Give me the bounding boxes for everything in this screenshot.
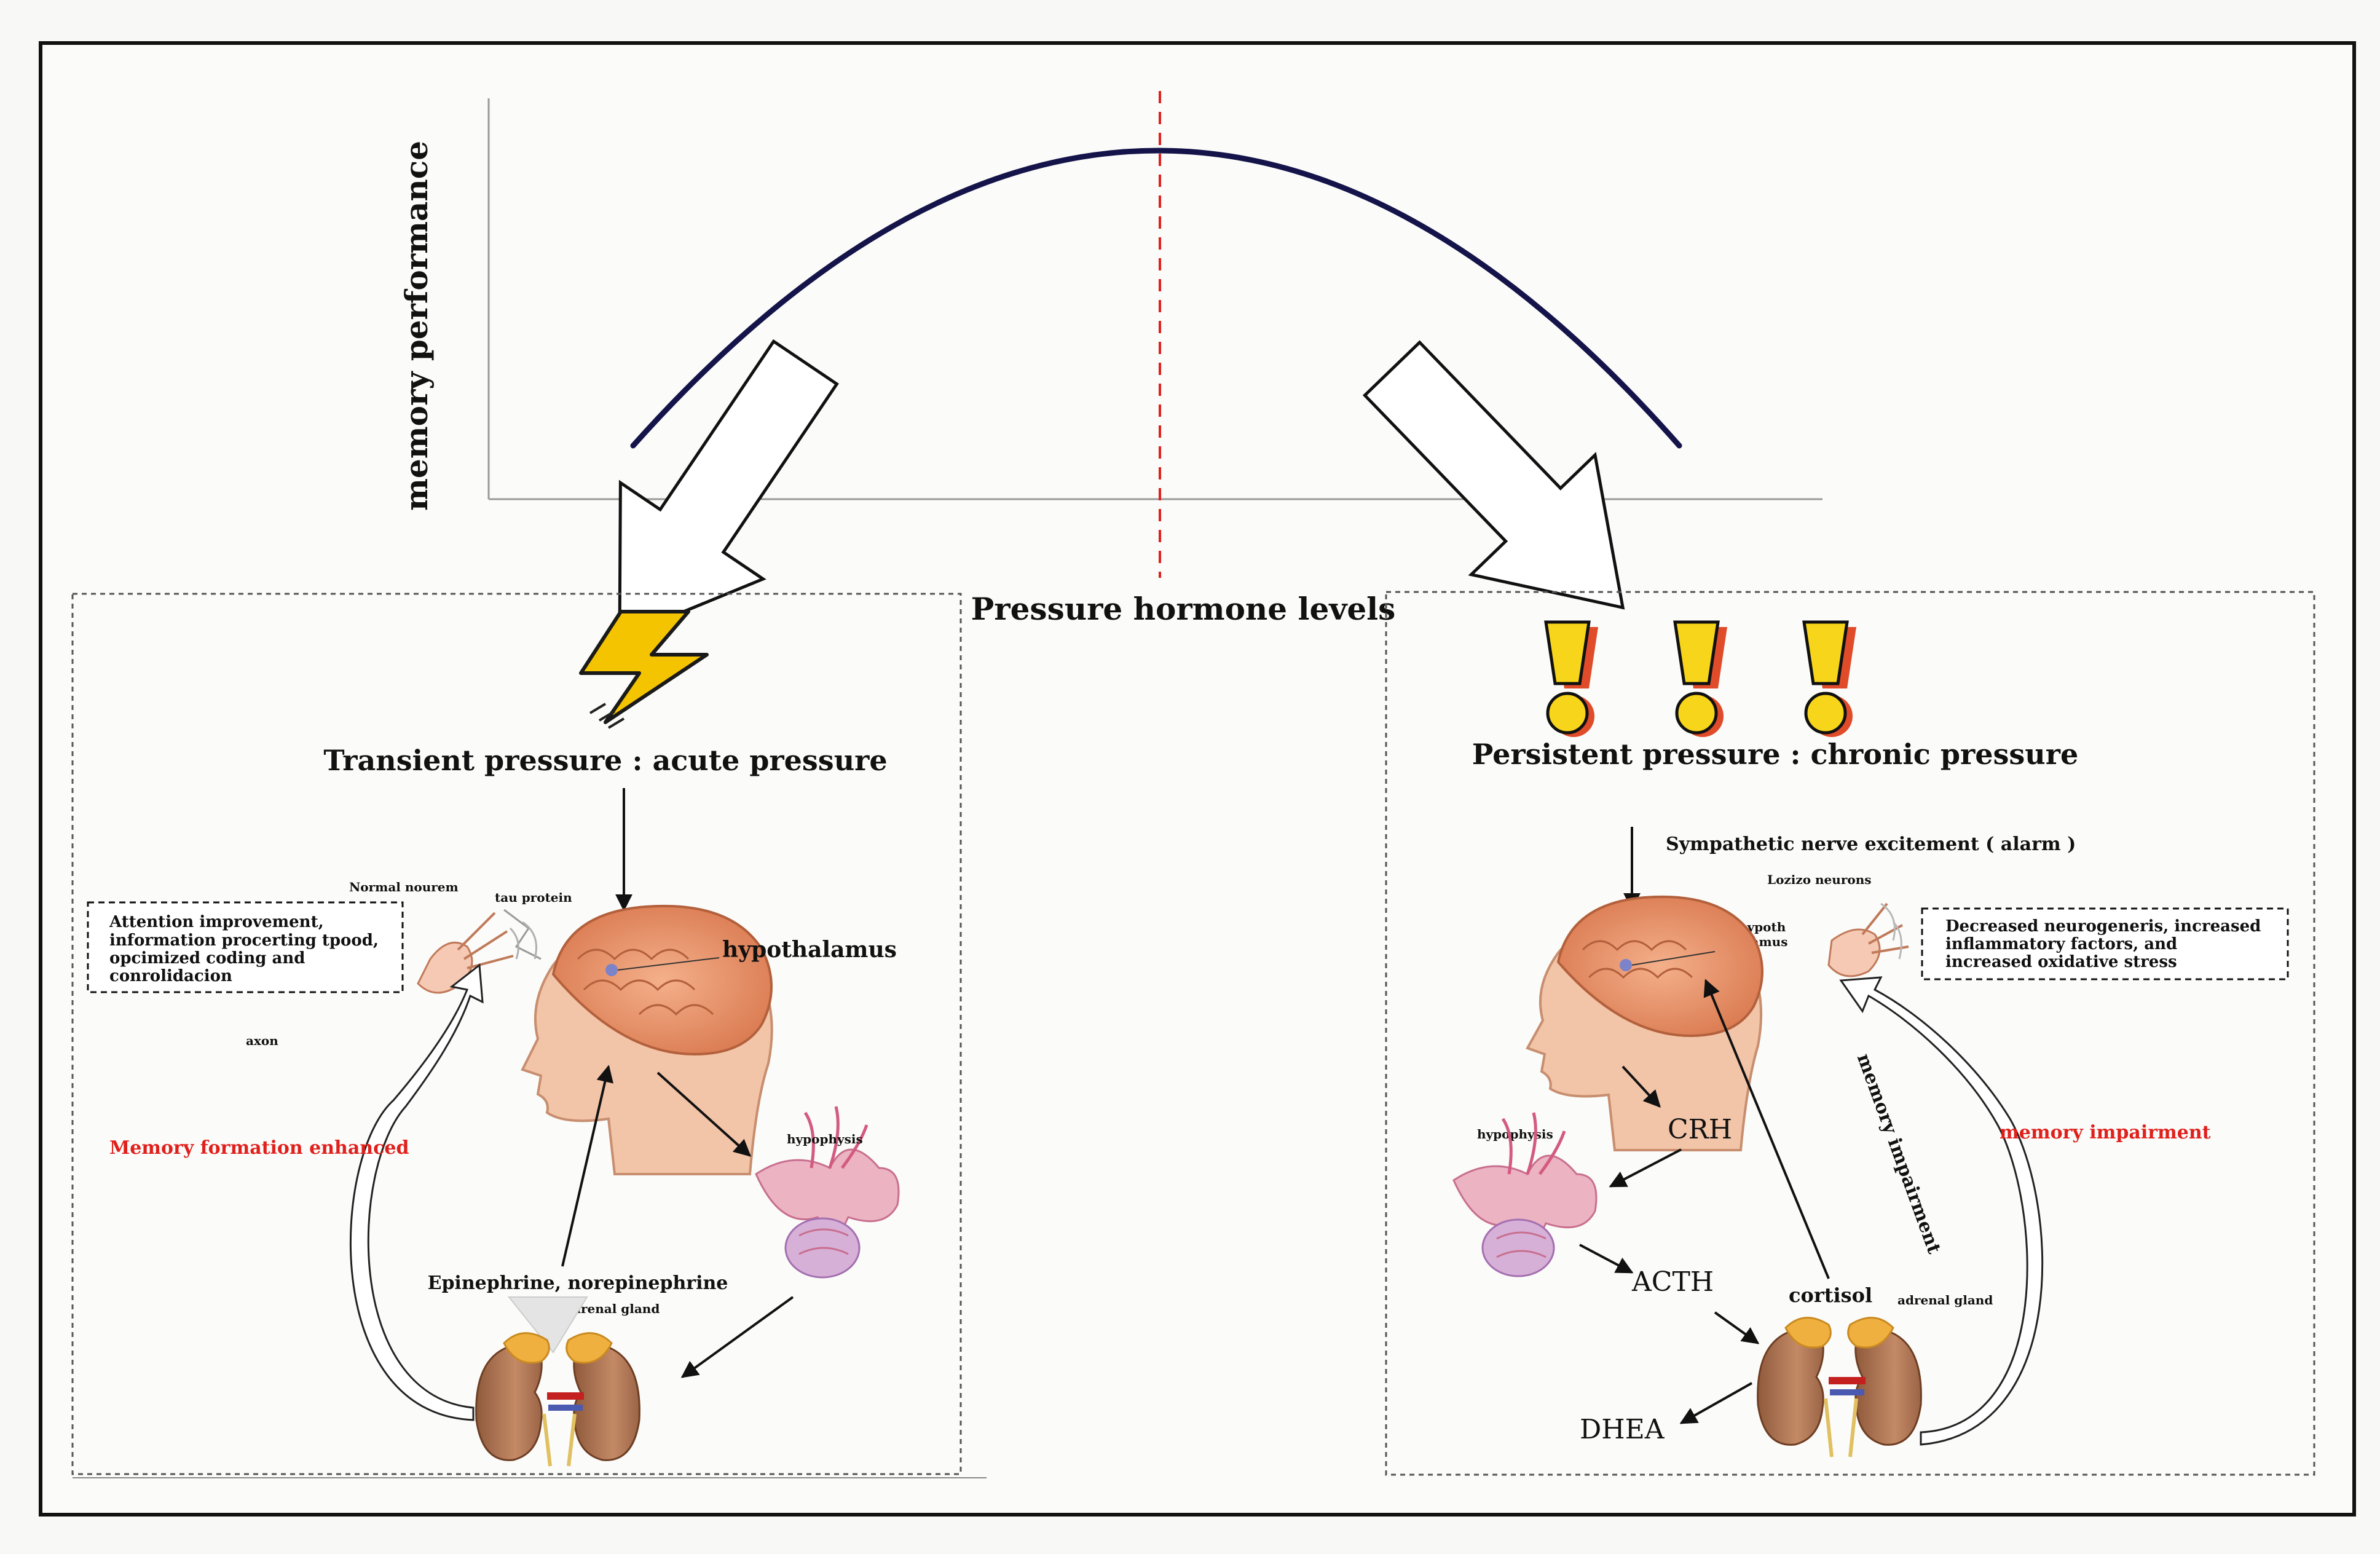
chronic-panel: Persistent pressure : chronic pressure S…	[1385, 591, 2315, 1476]
arrow-adrenal-to-dhea	[1679, 1382, 1752, 1424]
x-axis-label: Pressure hormone levels	[971, 591, 1396, 627]
chronic-neuron-label: Lozizo neurons	[1767, 872, 1872, 887]
chronic-panel-border	[1385, 591, 2315, 1476]
acute-head-icon	[521, 904, 773, 1175]
chronic-hypoth-pointer	[1631, 951, 1716, 966]
arrow-acth-to-adrenal	[1714, 1311, 1760, 1344]
exclamation-icon-3	[1802, 620, 1856, 737]
arrow-crh-to-pituitary	[1609, 1148, 1682, 1188]
acute-info-line-4: conrolidacion	[109, 967, 232, 985]
arrow-pituitary-to-acth	[1579, 1244, 1634, 1274]
acth-label: ACTH	[1631, 1266, 1714, 1298]
chronic-pituitary-icon	[1452, 1112, 1598, 1277]
chronic-info-line-2: inflammatory factors, and	[1945, 935, 2177, 953]
arrow-cortisol-to-brain	[1703, 979, 1830, 1279]
acute-panel: Transient pressure : acute pressure Norm…	[71, 593, 987, 1478]
acute-title: Transient pressure : acute pressure	[323, 744, 887, 777]
outer-border	[39, 41, 2356, 1517]
lozizo-neuron-icon	[1827, 902, 1909, 977]
inverted-u-graph: memory performance Pressure hormone leve…	[398, 91, 1822, 627]
arrow-brain-to-pituitary	[656, 1071, 752, 1157]
chronic-info-line-1: Decreased neurogeneris, increased	[1945, 917, 2261, 936]
acute-info-box	[87, 901, 404, 993]
acute-pituitary-icon	[755, 1106, 900, 1279]
chronic-feedback-arrow	[1839, 976, 2044, 1446]
cortisol-label: cortisol	[1789, 1284, 1872, 1307]
acute-info-line-2: information procerting tpood,	[109, 931, 379, 950]
y-axis-label: memory performance	[398, 141, 435, 511]
arrow-to-acute	[618, 339, 839, 641]
hypothalamus-label: hypothalamus	[722, 937, 897, 963]
chronic-title: Persistent pressure : chronic pressure	[1472, 738, 2078, 771]
chronic-info-line-3: increased oxidative stress	[1945, 953, 2177, 971]
normal-neuron-icon	[417, 909, 542, 994]
memory-curve	[630, 148, 1682, 449]
hormone-label: Epinephrine, norepinephrine	[428, 1272, 728, 1294]
arrow-hormone-to-brain	[561, 1065, 613, 1267]
chronic-info-box	[1921, 907, 2289, 980]
acute-kidneys-icon	[475, 1332, 640, 1467]
hormone-callout	[507, 1296, 588, 1354]
crh-label: CRH	[1668, 1114, 1732, 1145]
arrow-brain-to-crh	[1621, 1065, 1661, 1108]
exclamation-icon-1	[1544, 620, 1598, 737]
neuron-label: Normal nourem	[349, 880, 459, 894]
protein-label: tau protein	[495, 890, 572, 905]
acute-info-line-1: Attention improvement,	[109, 913, 324, 931]
hypophysis-label: hypophysis	[787, 1132, 863, 1146]
acute-effect-label: Memory formation enhanced	[109, 1137, 409, 1159]
arrow-pituitary-to-adrenal	[680, 1296, 794, 1378]
hypothalamus-pointer	[617, 957, 720, 971]
lightning-bolt-icon	[579, 610, 709, 729]
chronic-hypophysis-label: hypophysis	[1477, 1127, 1553, 1142]
sympathetic-label: Sympathetic nerve excitement ( alarm )	[1666, 834, 2076, 855]
chronic-effect-label: memory impairment	[2000, 1122, 2211, 1143]
acute-info-line-3: opcimized coding and	[109, 949, 305, 968]
dhea-label: DHEA	[1580, 1414, 1665, 1445]
axon-label: axon	[246, 1033, 278, 1048]
acute-panel-border	[71, 593, 962, 1475]
chronic-head-icon	[1526, 895, 1763, 1151]
acute-feedback-arrow	[349, 963, 484, 1421]
exclamation-icon-2	[1673, 620, 1727, 737]
chronic-adrenal-label: adrenal gland	[1897, 1293, 1993, 1307]
chronic-kidneys-icon	[1757, 1317, 1922, 1457]
